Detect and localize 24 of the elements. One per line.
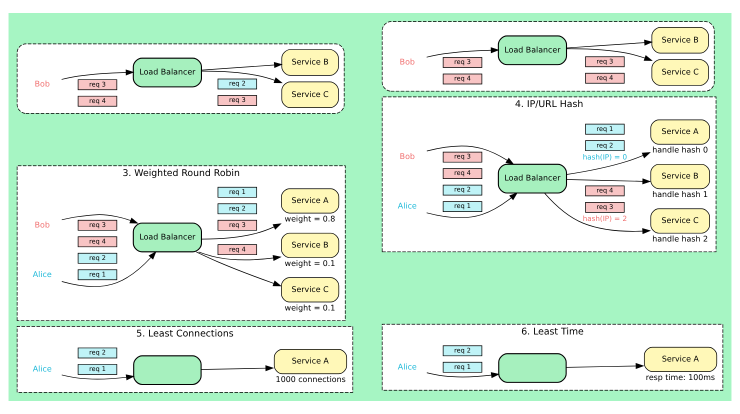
- arrow: [61, 214, 139, 224]
- arrow: [426, 192, 518, 218]
- arrow: [566, 178, 652, 184]
- node-box: [498, 353, 567, 383]
- edge-label: hash(IP) = 0: [582, 152, 628, 162]
- arrow: [544, 192, 651, 234]
- arrow: [201, 62, 283, 70]
- arrow: [426, 47, 500, 58]
- arrow: [201, 223, 282, 240]
- edge-label: hash(IP) = 2: [582, 214, 628, 223]
- node-box: [133, 355, 202, 386]
- arrow: [566, 48, 653, 61]
- arrow: [201, 70, 283, 84]
- arrow: [566, 40, 653, 48]
- arrow: [196, 252, 282, 286]
- arrow: [200, 365, 274, 372]
- arrow: [566, 152, 651, 175]
- cluster: [16, 43, 345, 114]
- arrow: [198, 252, 282, 261]
- arrow: [566, 362, 644, 370]
- arrow: [61, 69, 134, 80]
- arrow: [61, 374, 135, 380]
- arrow: [426, 372, 500, 378]
- cluster: [382, 21, 715, 92]
